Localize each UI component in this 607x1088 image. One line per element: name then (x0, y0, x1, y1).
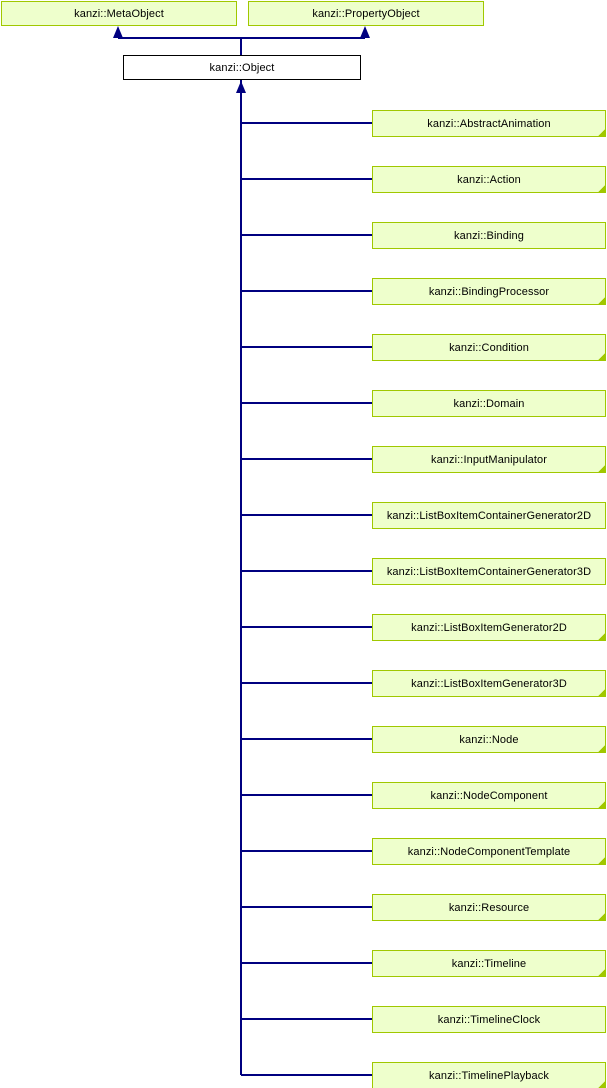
class-node-label: kanzi::Condition (449, 341, 529, 354)
class-node-label: kanzi::NodeComponentTemplate (407, 845, 571, 858)
class-node-nodecomponent[interactable]: kanzi::NodeComponent (372, 782, 606, 809)
class-node-label: kanzi::Resource (448, 901, 530, 914)
arrowhead-propertyobject (360, 26, 370, 38)
class-node-action[interactable]: kanzi::Action (372, 166, 606, 193)
class-node-label: kanzi::PropertyObject (312, 7, 420, 20)
class-node-label: kanzi::AbstractAnimation (427, 117, 551, 130)
class-node-label: kanzi::InputManipulator (430, 453, 548, 466)
class-node-label: kanzi::ListBoxItemGenerator3D (411, 677, 567, 690)
class-node-label: kanzi::TimelinePlayback (429, 1069, 549, 1082)
arrowhead-metaobject (113, 26, 123, 38)
class-node-condition[interactable]: kanzi::Condition (372, 334, 606, 361)
class-node-resource[interactable]: kanzi::Resource (372, 894, 606, 921)
class-node-inputmanipulator[interactable]: kanzi::InputManipulator (372, 446, 606, 473)
class-node-label: kanzi::Action (457, 173, 521, 186)
class-node-timelineclock[interactable]: kanzi::TimelineClock (372, 1006, 606, 1033)
class-node-label: kanzi::ListBoxItemContainerGenerator3D (386, 565, 592, 578)
class-node-listboxitemgenerator3d[interactable]: kanzi::ListBoxItemGenerator3D (372, 670, 606, 697)
class-node-binding[interactable]: kanzi::Binding (372, 222, 606, 249)
class-node-label: kanzi::Binding (454, 229, 524, 242)
class-node-metaobject[interactable]: kanzi::MetaObject (1, 1, 237, 26)
class-node-propertyobject[interactable]: kanzi::PropertyObject (248, 1, 484, 26)
class-node-label: kanzi::MetaObject (74, 7, 164, 20)
class-node-label: kanzi::Domain (453, 397, 525, 410)
class-node-nodecomponenttemplate[interactable]: kanzi::NodeComponentTemplate (372, 838, 606, 865)
class-node-label: kanzi::BindingProcessor (428, 285, 550, 298)
class-node-timeline[interactable]: kanzi::Timeline (372, 950, 606, 977)
class-node-label: kanzi::ListBoxItemContainerGenerator2D (386, 509, 592, 522)
class-node-listboxitemcontainergenerator3d[interactable]: kanzi::ListBoxItemContainerGenerator3D (372, 558, 606, 585)
class-node-label: kanzi::TimelineClock (437, 1013, 541, 1026)
class-node-label: kanzi::Timeline (451, 957, 527, 970)
class-node-object-current[interactable]: kanzi::Object (123, 55, 361, 80)
class-node-node[interactable]: kanzi::Node (372, 726, 606, 753)
class-node-domain[interactable]: kanzi::Domain (372, 390, 606, 417)
class-node-label: kanzi::Object (209, 61, 275, 74)
class-node-timelineplayback[interactable]: kanzi::TimelinePlayback (372, 1062, 606, 1088)
class-node-label: kanzi::Node (459, 733, 519, 746)
class-node-label: kanzi::NodeComponent (430, 789, 548, 802)
class-node-abstractanimation[interactable]: kanzi::AbstractAnimation (372, 110, 606, 137)
class-node-listboxitemcontainergenerator2d[interactable]: kanzi::ListBoxItemContainerGenerator2D (372, 502, 606, 529)
arrowhead-object (236, 81, 246, 93)
class-node-label: kanzi::ListBoxItemGenerator2D (411, 621, 567, 634)
class-node-bindingprocessor[interactable]: kanzi::BindingProcessor (372, 278, 606, 305)
class-node-listboxitemgenerator2d[interactable]: kanzi::ListBoxItemGenerator2D (372, 614, 606, 641)
